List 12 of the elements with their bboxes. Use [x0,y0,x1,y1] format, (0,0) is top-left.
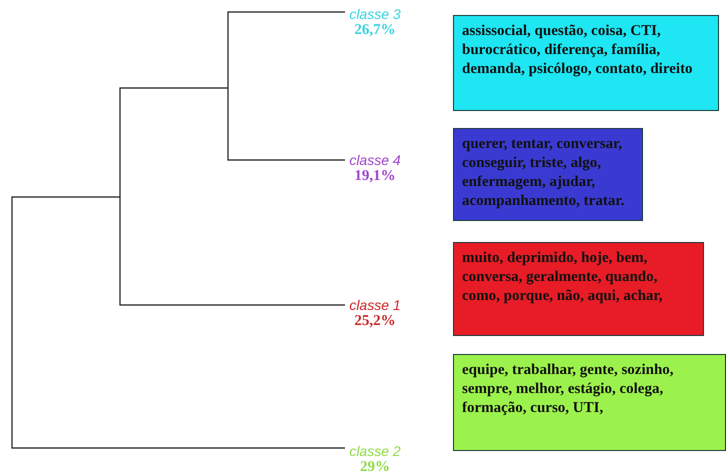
class-label: classe 3 [348,6,402,22]
class-label: classe 1 [348,297,402,313]
class-label: classe 2 [348,443,402,459]
word-list-box: muito, deprimido, hoje, bem, conversa, geralmente, quando, como, porque, não, aqui, achar, [453,242,704,336]
word-list-box: querer, tentar, conversar, conseguir, triste, algo, enfermagem, ajudar, acompanhamento, tratar. [453,128,643,221]
word-list-box: equipe, trabalhar, gente, sozinho, sempre, melhor, estágio, colega, formação, curso, UTI, [453,354,726,451]
word-list-box: assissocial, questão, coisa, CTI, burocrático, diferença, família, demanda, psicólogo, contato, direito [453,15,719,111]
percentage-label: 19,1% [353,168,397,185]
percentage-label: 26,7% [353,22,397,39]
percentage-label: 25,2% [353,313,397,330]
class-label: classe 4 [348,152,402,168]
percentage-label: 29% [359,459,391,473]
